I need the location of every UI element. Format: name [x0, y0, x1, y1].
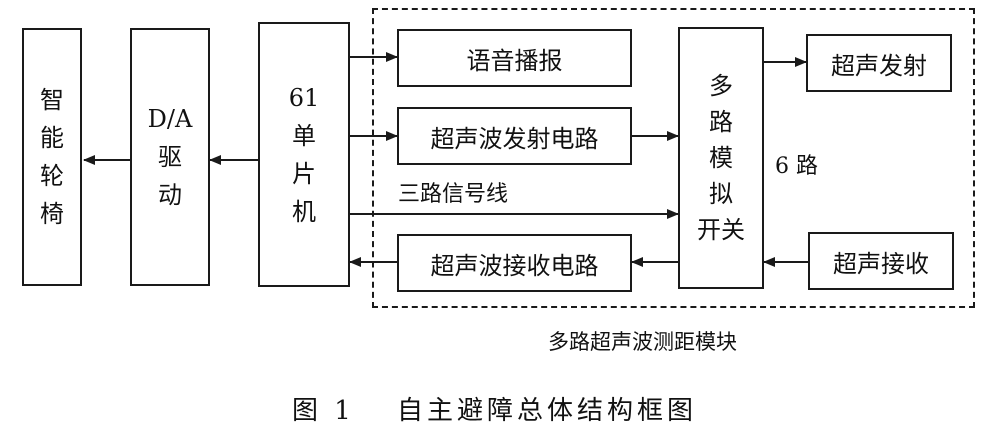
- mcu-block: 61 单 片 机: [258, 22, 350, 287]
- ultrasonic-module-boundary: [372, 8, 975, 308]
- da-driver-block: D/A 驱 动: [130, 28, 210, 286]
- wheelchair-char: 椅: [40, 200, 64, 228]
- wheelchair-char: 能: [40, 124, 64, 152]
- da-driver-char: D/A: [147, 105, 193, 133]
- ultrasonic-rx-label: 超声接收: [833, 249, 929, 278]
- mcu-char: 61: [288, 83, 320, 112]
- da-driver-char: 动: [158, 181, 182, 209]
- tx-circuit-block: 超声波发射电路: [397, 107, 632, 165]
- rx-circuit-block: 超声波接收电路: [397, 234, 632, 292]
- mux-char: 路: [709, 108, 733, 136]
- mux-char: 模: [709, 144, 733, 172]
- three-signal-lines-label: 三路信号线: [398, 182, 509, 207]
- voice-broadcast-label: 语音播报: [466, 46, 563, 75]
- ultrasonic-tx-label: 超声发射: [831, 51, 927, 80]
- da-driver-char: 驱: [158, 143, 182, 171]
- ultrasonic-tx-block: 超声发射: [806, 34, 952, 92]
- mux-char: 多: [709, 72, 733, 100]
- wheelchair-char: 轮: [40, 162, 64, 190]
- voice-broadcast-block: 语音播报: [397, 29, 632, 87]
- mux-char: 开关: [697, 216, 745, 244]
- mcu-char: 片: [292, 159, 316, 188]
- mcu-char: 机: [292, 197, 316, 226]
- module-label: 多路超声波测距模块: [548, 330, 737, 354]
- mcu-char: 单: [292, 121, 316, 150]
- mux-char: 拟: [709, 180, 733, 208]
- rx-circuit-label: 超声波接收电路: [430, 251, 599, 280]
- analog-mux-block: 多 路 模 拟 开关: [678, 27, 764, 289]
- wheelchair-block: 智 能 轮 椅: [22, 28, 82, 286]
- six-way-label: 6 路: [775, 154, 818, 179]
- ultrasonic-rx-block: 超声接收: [808, 232, 954, 290]
- tx-circuit-label: 超声波发射电路: [430, 124, 599, 153]
- wheelchair-char: 智: [40, 86, 64, 114]
- figure-caption: 图 1 自主避障总体结构框图: [291, 396, 698, 426]
